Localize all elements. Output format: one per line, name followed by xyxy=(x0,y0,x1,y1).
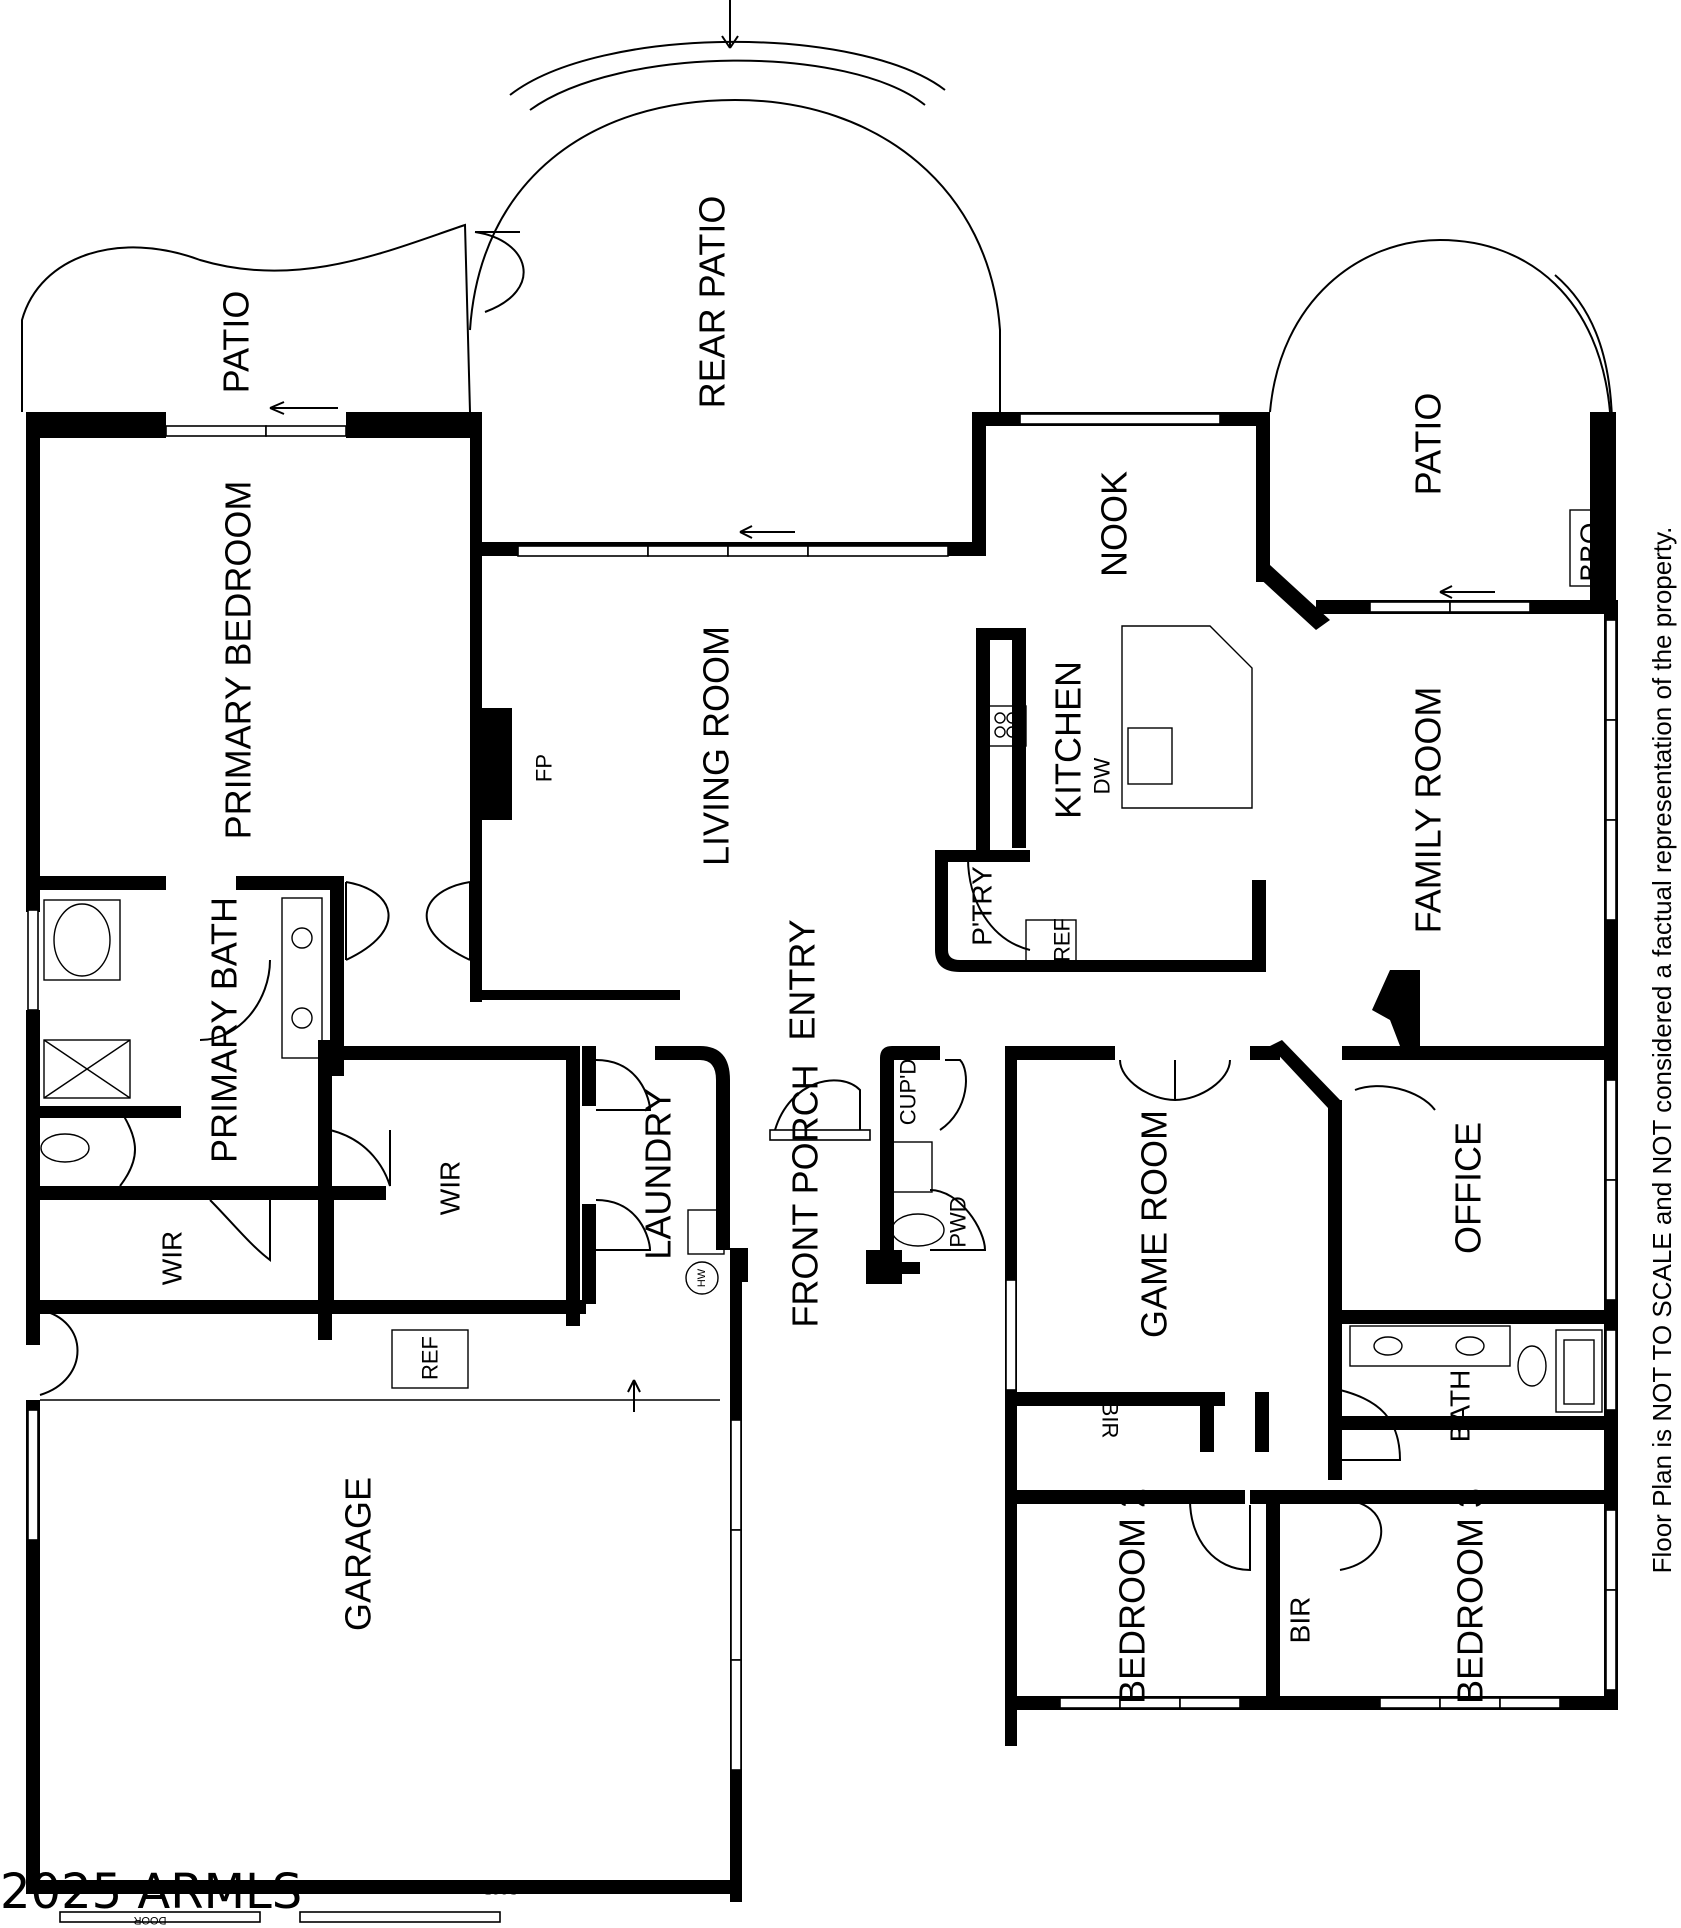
label-bir-hall: BIR xyxy=(1098,1402,1123,1439)
label-kitchen: KITCHEN xyxy=(1048,661,1089,819)
room-labels: PATIO REAR PATIO PATIO PRIMARY BEDROOM P… xyxy=(157,196,1491,1704)
label-powder: PWD xyxy=(946,1196,971,1247)
label-game-room: GAME ROOM xyxy=(1134,1110,1175,1338)
label-fireplace: FP xyxy=(532,754,557,782)
watermark: 2025 ARMLS xyxy=(0,1864,302,1920)
label-garage-door-2: DOOR xyxy=(133,1914,166,1926)
label-primary-bath: PRIMARY BATH xyxy=(204,897,245,1163)
label-wir-bath: WIR xyxy=(157,1231,188,1285)
label-nook: NOOK xyxy=(1094,471,1135,577)
label-bath: BATH xyxy=(1445,1370,1476,1443)
label-living-room: LIVING ROOM xyxy=(696,626,737,866)
label-kitchen-ref: REF xyxy=(1050,918,1075,962)
label-patio-left: PATIO xyxy=(216,291,257,394)
label-wir-center: WIR xyxy=(435,1161,466,1215)
label-primary-bedroom: PRIMARY BEDROOM xyxy=(218,481,259,840)
disclaimer-text: Floor Plan is NOT TO SCALE and NOT consi… xyxy=(1647,527,1677,1574)
fixtures xyxy=(40,0,1611,1413)
label-patio-right: PATIO xyxy=(1408,393,1449,496)
outdoor-outlines xyxy=(21,40,1613,421)
label-garage: GARAGE xyxy=(338,1477,379,1631)
label-bir-bedroom: BIR xyxy=(1285,1597,1316,1644)
fixture-labels: FP DW REF REF BBQ HW DOOR DOOR xyxy=(133,522,1605,1926)
label-bedroom2: BEDROOM 2 xyxy=(1112,1488,1153,1704)
label-pantry: P'TRY xyxy=(967,866,998,946)
label-entry: ENTRY xyxy=(782,919,823,1040)
label-front-porch: FRONT PORCH xyxy=(785,1064,826,1327)
label-rear-patio: REAR PATIO xyxy=(692,196,733,409)
label-cupboard: CUP'D xyxy=(896,1059,921,1126)
label-office: OFFICE xyxy=(1448,1122,1489,1254)
label-bedroom3: BEDROOM 3 xyxy=(1450,1488,1491,1704)
windows xyxy=(27,413,1617,1923)
label-dishwasher: DW xyxy=(1090,757,1115,794)
label-garage-door-1: DOOR xyxy=(483,1884,516,1896)
label-family-room: FAMILY ROOM xyxy=(1408,687,1449,934)
door-swings xyxy=(39,857,1436,1572)
label-bbq: BBQ xyxy=(1575,522,1606,581)
label-laundry: LAUNDRY xyxy=(638,1088,679,1259)
label-water-heater: HW xyxy=(696,1268,708,1287)
label-garage-ref: REF xyxy=(418,1336,443,1380)
